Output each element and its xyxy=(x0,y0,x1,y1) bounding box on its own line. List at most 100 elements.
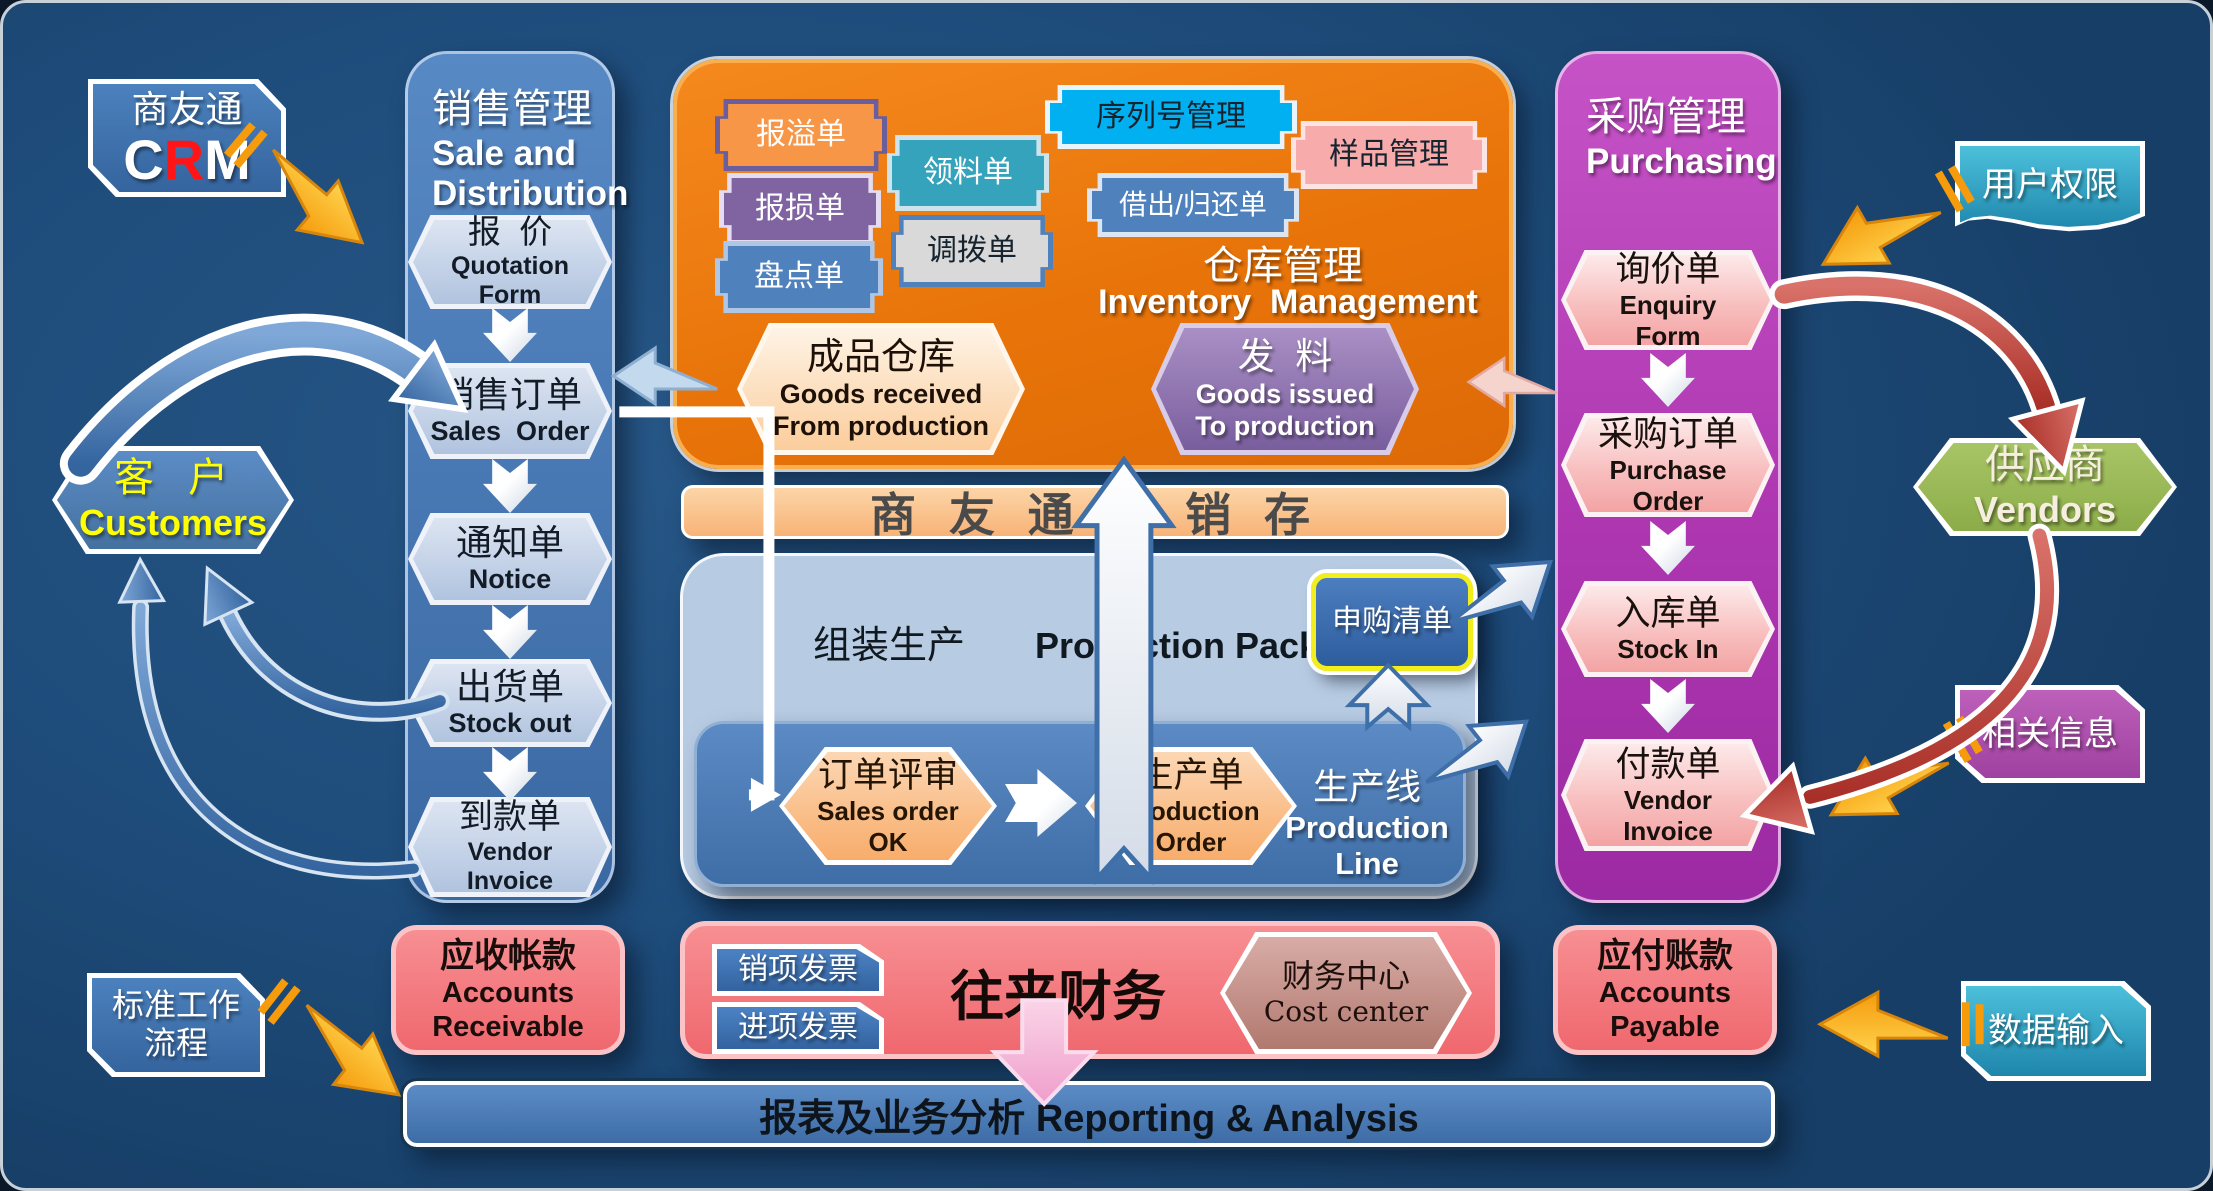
production-title-en: Production Pack xyxy=(1035,625,1320,666)
banner: 商 友 通 进 销 存 xyxy=(681,485,1509,541)
tag-label: 领料单 xyxy=(923,156,1013,190)
node-label: Enquiry xyxy=(1619,289,1717,320)
purchase-invoice-tag: 进项发票 xyxy=(712,1002,884,1054)
tag-label: 报损单 xyxy=(755,192,845,226)
node-stock-out: 出货单 Stock out xyxy=(408,659,612,747)
node-label: From production xyxy=(773,410,989,441)
node-label: Form xyxy=(478,281,542,310)
sales-title-cn: 销售管理 xyxy=(432,87,592,131)
production-line-label: 生产线 Production Line xyxy=(1272,758,1462,882)
purchasing-column-header: 采购管理 Purchasing xyxy=(1586,84,1777,182)
production-title-cn: 组装生产 xyxy=(813,625,966,667)
node-label: Vendor xyxy=(467,837,553,866)
node-label: 报 价 xyxy=(467,213,553,251)
tag-lend-return: 借出/归还单 xyxy=(1087,173,1299,237)
node-enquiry-form: 询价单 Enquiry Form xyxy=(1561,250,1775,350)
node-label: 供应商 xyxy=(1985,443,2105,488)
node-label: 订单评审 xyxy=(817,755,958,795)
sales-title-en1: Sale and xyxy=(432,134,576,173)
accounts-receivable-box: 应收帐款 Accounts Receivable xyxy=(391,925,625,1055)
arrow-user-rights xyxy=(1807,157,1977,292)
node-goods-issued: 发 料 Goods issued To production xyxy=(1151,323,1419,455)
user-rights-box: 用户权限 xyxy=(1955,141,2145,232)
tag-label: 销项发票 xyxy=(738,953,858,987)
reporting-bar: 报表及业务分析 Reporting & Analysis xyxy=(400,1078,1778,1150)
crm-acronym: CRM xyxy=(123,131,251,188)
node-label: 流程 xyxy=(143,1025,208,1061)
tag-label: 样品管理 xyxy=(1329,138,1449,172)
node-label: Notice xyxy=(468,564,552,595)
node-goods-received: 成品仓库 Goods received From production xyxy=(737,323,1025,455)
node-label: Production xyxy=(1122,795,1260,826)
node-label: 数据输入 xyxy=(1988,1011,2124,1050)
node-label: Vendor xyxy=(1623,784,1713,815)
related-info-box: 相关信息 xyxy=(1955,685,2145,783)
arrow-data-input xyxy=(1820,992,1980,1056)
node-cost-center: 财务中心 Cost center xyxy=(1220,932,1472,1054)
crm-letter-m: M xyxy=(204,127,251,191)
node-sales-order: 销售订单 Sales Order xyxy=(408,363,612,459)
node-label: Goods issued xyxy=(1195,378,1375,409)
node-label: 客 户 xyxy=(113,456,233,501)
tag-label: 盘点单 xyxy=(754,260,844,294)
tag-transfer-slip: 调拨单 xyxy=(891,215,1053,287)
node-label: 应收帐款 xyxy=(440,936,576,975)
node-label: 发 料 xyxy=(1237,336,1333,378)
tag-overflow-slip: 报溢单 xyxy=(715,99,887,171)
node-label: 用户权限 xyxy=(1982,165,2118,204)
node-purchase-request: 申购清单 xyxy=(1311,573,1473,671)
node-label: Stock In xyxy=(1617,634,1719,665)
accounts-payable-box: 应付账款 Accounts Payable xyxy=(1553,925,1777,1055)
node-label: 到款单 xyxy=(459,798,561,837)
node-vendors: 供应商 Vendors xyxy=(1913,438,2177,536)
node-label: To production xyxy=(1195,410,1375,441)
tag-label: 进项发票 xyxy=(738,1011,858,1045)
node-label: 申购清单 xyxy=(1332,605,1452,639)
data-input-box: 数据输入 xyxy=(1961,981,2151,1081)
node-purchase-order: 采购订单 Purchase Order xyxy=(1561,413,1775,517)
node-label: 应付账款 xyxy=(1597,936,1733,975)
node-customers: 客 户 Customers xyxy=(52,446,294,554)
tag-label: 调拨单 xyxy=(927,234,1017,268)
node-order-review: 订单评审 Sales order OK xyxy=(779,747,997,865)
production-line-en: Production Line xyxy=(1285,810,1449,881)
node-label: 相关信息 xyxy=(1982,714,2118,753)
node-label: 销售订单 xyxy=(437,373,582,415)
node-quotation-form: 报 价 Quotation Form xyxy=(408,215,612,309)
node-label: Accounts xyxy=(1598,976,1732,1009)
banner-text: 商 友 通 进 销 存 xyxy=(870,489,1320,541)
node-label: 入库单 xyxy=(1615,594,1721,634)
inventory-title-en: Inventory Management xyxy=(1098,283,1478,321)
node-label: 采购订单 xyxy=(1597,414,1738,454)
tag-label: 序列号管理 xyxy=(1096,100,1246,134)
tag-label: 报溢单 xyxy=(756,118,846,152)
tag-label: 借出/归还单 xyxy=(1119,189,1267,221)
purchasing-title-en: Purchasing xyxy=(1586,142,1777,181)
node-stock-in: 入库单 Stock In xyxy=(1561,581,1775,677)
crm-letter-c: C xyxy=(123,127,164,191)
node-label: 出货单 xyxy=(455,665,564,707)
purchasing-title-cn: 采购管理 xyxy=(1586,95,1746,139)
node-received-payment: 到款单 Vendor Invoice xyxy=(408,797,612,897)
node-production-order: 生产单 Production Order xyxy=(1085,747,1297,865)
tag-sample-management: 样品管理 xyxy=(1291,121,1487,189)
node-label: 付款单 xyxy=(1615,744,1721,784)
node-label: 标准工作 xyxy=(111,987,240,1024)
inventory-title-cn: 仓库管理 xyxy=(1203,244,1363,288)
production-title: 组装生产 Production Pack xyxy=(813,614,1319,669)
arrow-stock-out-to-customers xyxy=(203,565,450,722)
tag-material-requisition: 领料单 xyxy=(887,135,1049,211)
node-label: Payable xyxy=(1610,1011,1720,1044)
reporting-label: 报表及业务分析 Reporting & Analysis xyxy=(759,1097,1419,1140)
sales-invoice-tag: 销项发票 xyxy=(712,944,884,996)
node-label: Goods received xyxy=(779,378,983,409)
production-line-cn: 生产线 xyxy=(1312,766,1421,807)
node-label: Receivable xyxy=(432,1011,584,1044)
node-label: 成品仓库 xyxy=(807,336,955,378)
node-label: Invoice xyxy=(1623,815,1713,846)
tag-stocktake-slip: 盘点单 xyxy=(715,241,883,313)
node-vendor-invoice: 付款单 Vendor Invoice xyxy=(1561,739,1775,851)
sales-title-en2: Distribution xyxy=(432,174,629,213)
tag-serial-number: 序列号管理 xyxy=(1045,85,1297,149)
